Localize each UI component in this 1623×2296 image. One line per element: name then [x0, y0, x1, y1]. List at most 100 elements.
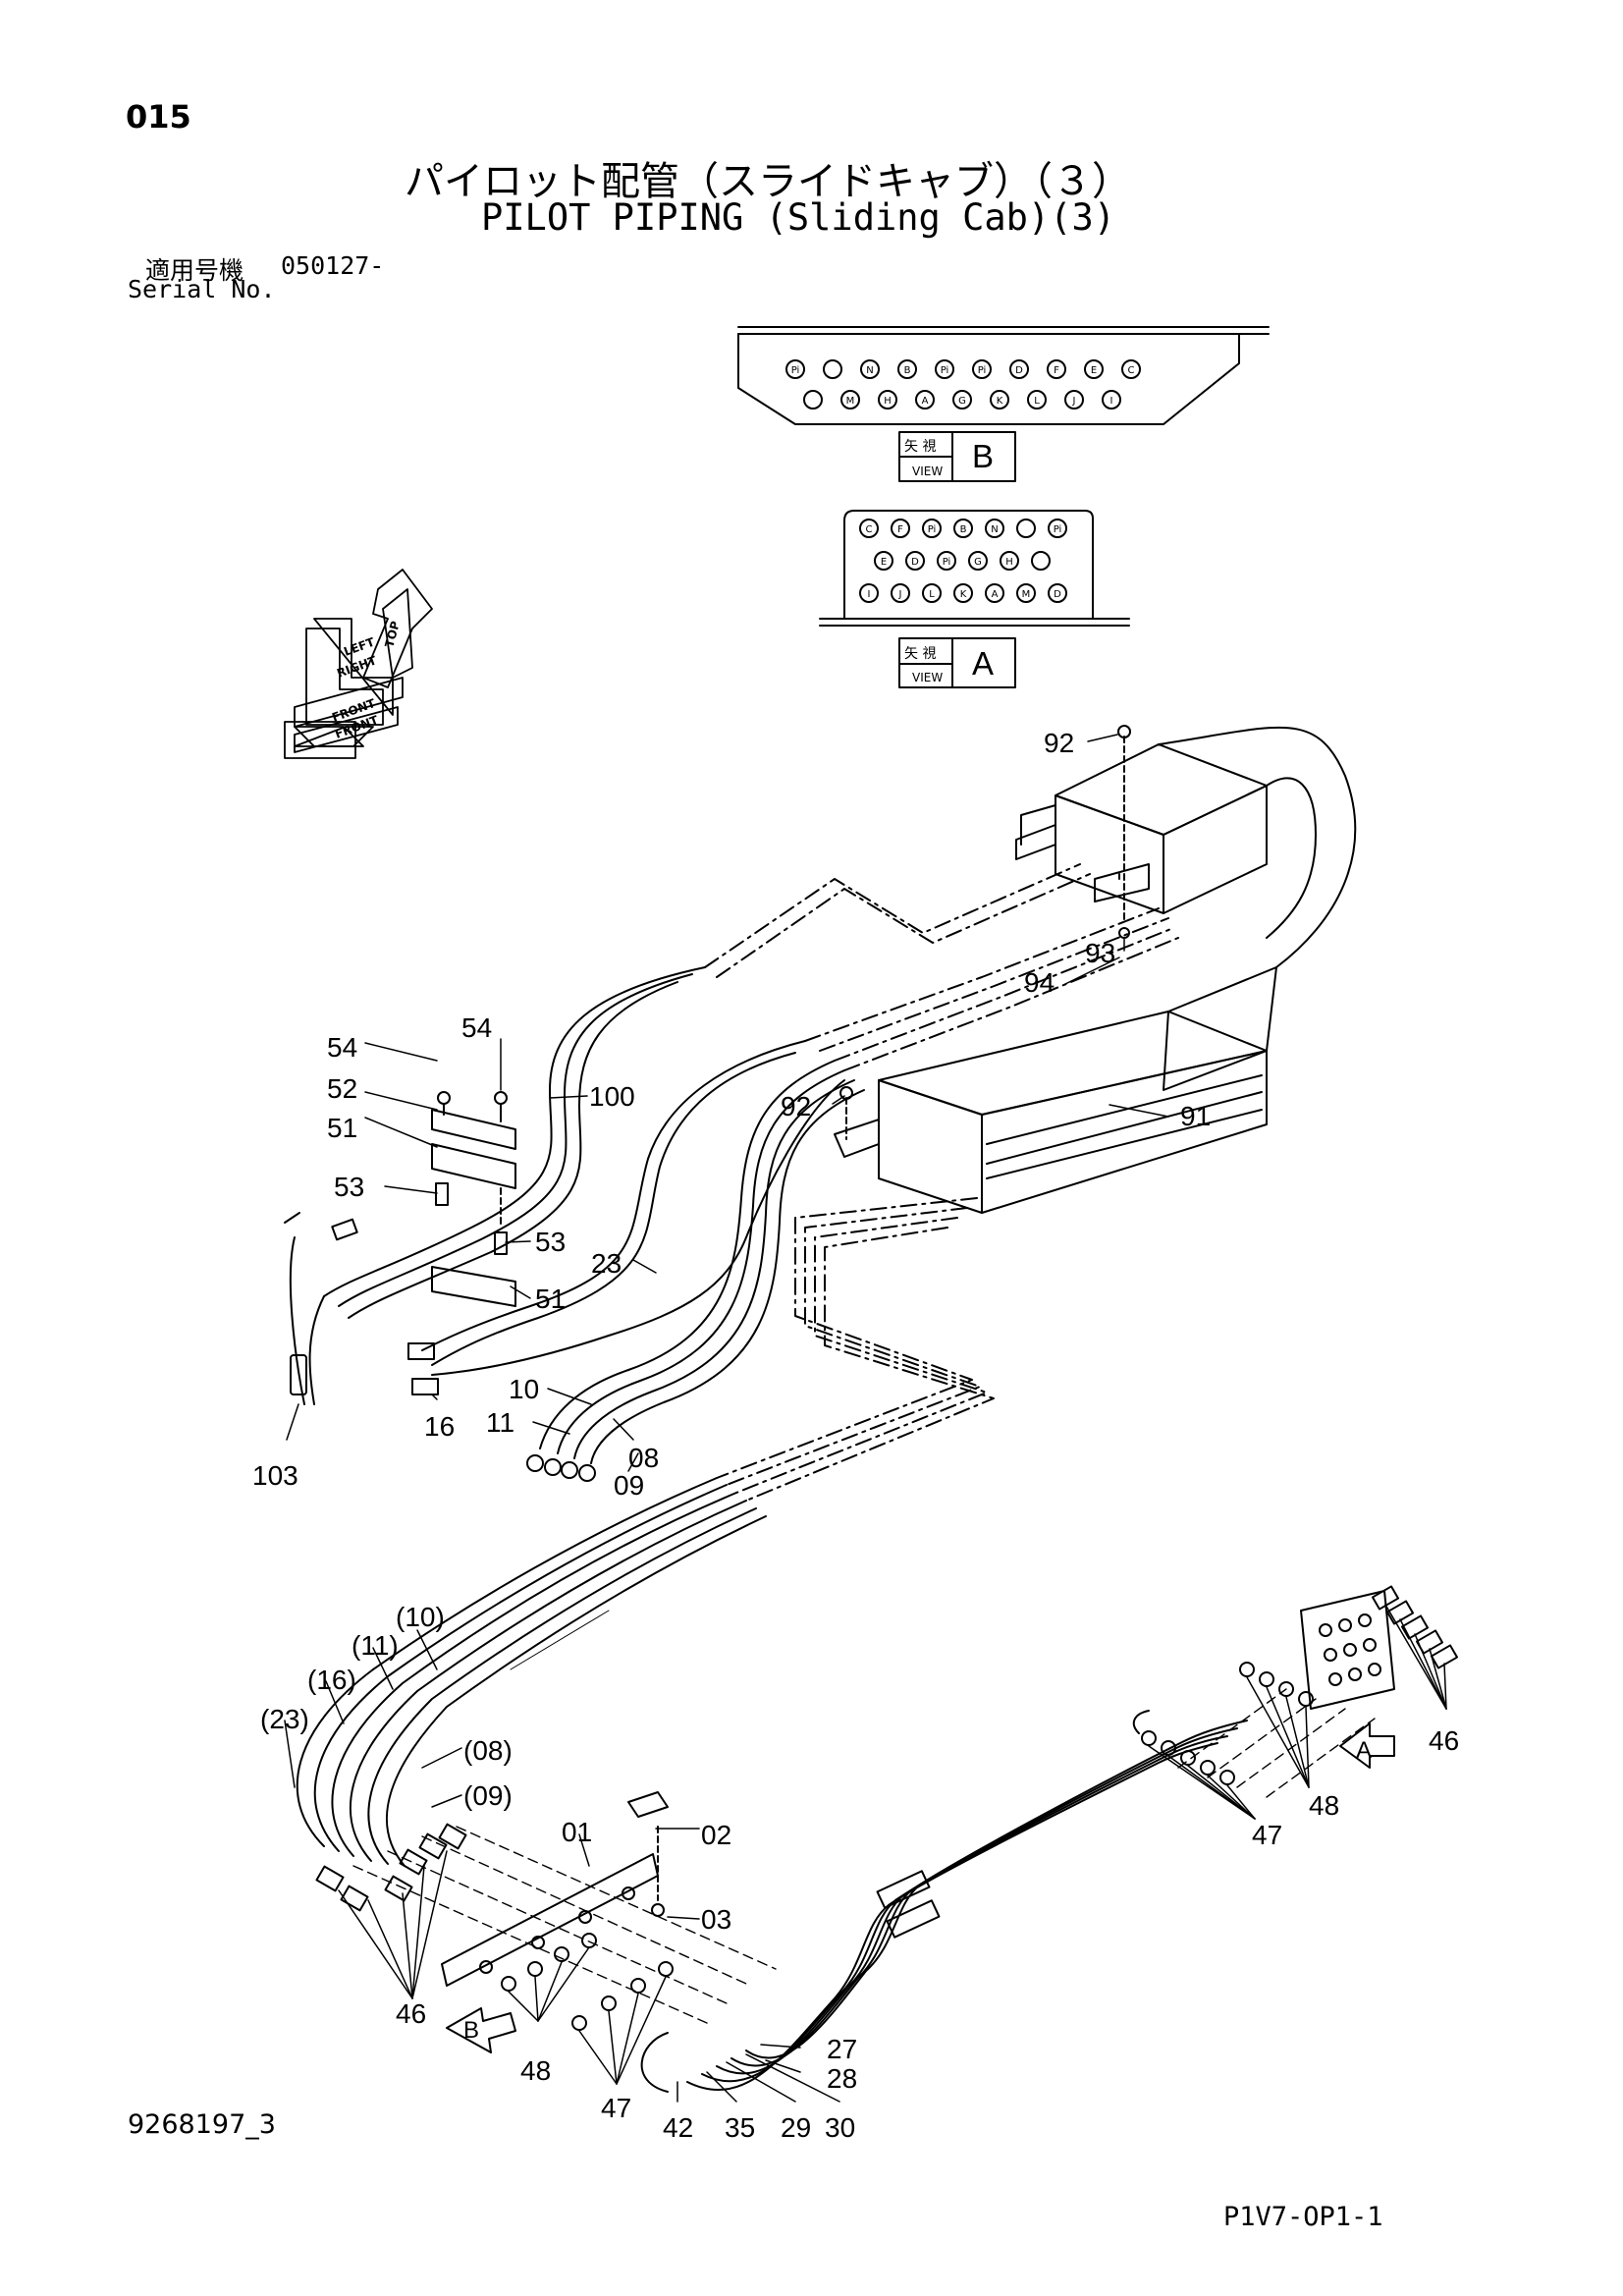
connector-pin	[1084, 359, 1104, 379]
connector-pin	[1121, 359, 1141, 379]
view-b-arrow	[446, 2007, 516, 2053]
connector-pin-label: M	[846, 396, 855, 407]
connector-pin-label: E	[1091, 365, 1097, 376]
connector-pin	[935, 359, 954, 379]
callout-10-ref: (10)	[396, 1602, 445, 1632]
connector-pin-label: Pi	[941, 365, 949, 376]
callout-103: 103	[252, 1460, 298, 1491]
connector-pin-label: N	[866, 365, 873, 376]
connector-pin-label: D	[1015, 365, 1023, 376]
connector-pin	[785, 359, 805, 379]
connector-pin	[1016, 583, 1036, 603]
fittings-48-47-lower-left	[501, 1933, 674, 2031]
connector-pin-label: B	[960, 524, 967, 535]
callout-11-ref: (11)	[352, 1630, 399, 1661]
callout-11: 11	[486, 1407, 514, 1438]
connector-pin	[1027, 390, 1047, 410]
callout-01: 01	[562, 1817, 592, 1847]
connector-pin	[874, 551, 893, 571]
view-b-tag-label-en: VIEW	[912, 465, 943, 478]
connector-pin	[1048, 519, 1067, 538]
serial-label-english: Serial No.	[128, 275, 276, 303]
title-japanese: パイロット配管（スライドキャブ）（３）	[405, 159, 1131, 204]
connector-pin	[922, 583, 942, 603]
right-connector-plate	[1300, 1585, 1459, 1710]
callout-28: 28	[827, 2063, 857, 2094]
connector-pin	[878, 390, 897, 410]
leader-lines	[284, 734, 1447, 2103]
connector-pin-label: Pi	[791, 365, 800, 376]
view-a-tag-label-en: VIEW	[912, 671, 943, 684]
serial-label-japanese: 適用号機	[145, 256, 244, 285]
connector-pin-label: E	[881, 557, 887, 568]
view-a-tag	[898, 637, 1016, 688]
callout-16-ref: (16)	[307, 1665, 356, 1695]
connector-pin-label: Pi	[928, 524, 937, 535]
connector-pin	[860, 359, 880, 379]
connector-pin-label: A	[922, 396, 929, 407]
connector-pin-label: K	[997, 396, 1003, 407]
connector-pin-label: F	[1054, 365, 1059, 376]
connector-pin-label: C	[866, 524, 873, 535]
connector-pin	[972, 359, 992, 379]
connector-pin	[1047, 359, 1066, 379]
connector-pin	[1064, 390, 1084, 410]
connector-pin-label: J	[1072, 396, 1076, 407]
connector-pin	[985, 519, 1004, 538]
view-b-arrow-letter: B	[463, 2017, 479, 2044]
drawing-number: 9268197_3	[128, 2109, 276, 2140]
view-a-letter: A	[972, 645, 994, 682]
cable-chain-carrier	[834, 725, 1357, 1214]
callout-92-upper: 92	[1044, 728, 1074, 758]
connector-pin-label: A	[992, 589, 999, 600]
callout-47-left: 47	[601, 2093, 631, 2123]
callout-51-upper: 51	[327, 1113, 357, 1143]
connector-pin-label: D	[911, 557, 919, 568]
connector-pin	[823, 359, 842, 379]
pipe-route-middle	[716, 1197, 995, 1502]
callout-29: 29	[781, 2112, 811, 2143]
callout-23: 23	[591, 1248, 622, 1279]
callout-94: 94	[1024, 967, 1055, 998]
callout-30: 30	[825, 2112, 855, 2143]
connector-pin	[803, 390, 823, 410]
callout-08: 08	[628, 1443, 659, 1473]
callout-42: 42	[663, 2112, 693, 2143]
connector-pin	[953, 519, 973, 538]
connector-pin	[952, 390, 972, 410]
connector-pin	[953, 583, 973, 603]
connector-pin-label: K	[960, 589, 967, 600]
callout-10: 10	[509, 1374, 539, 1404]
hose-100-group	[284, 966, 706, 1405]
connector-pin-label: L	[929, 589, 935, 600]
callout-54-left: 54	[327, 1032, 357, 1063]
view-b-tag-label-ja: 矢 視	[904, 439, 936, 455]
assembly-lines-lower	[352, 1688, 1376, 2024]
hose-08-09-10-11-group	[526, 1060, 865, 1482]
callout-46-right: 46	[1429, 1725, 1459, 1756]
mounting-plate-01	[441, 1791, 669, 1987]
connector-pin-label: G	[974, 557, 982, 568]
connector-pin	[985, 583, 1004, 603]
direction-top: TOP	[382, 620, 403, 649]
connector-pin	[905, 551, 925, 571]
connector-pin	[922, 519, 942, 538]
connector-pin-label: D	[1054, 589, 1061, 600]
callout-53-left: 53	[334, 1172, 364, 1202]
connector-pin-label: C	[1128, 365, 1135, 376]
connector-pin	[968, 551, 988, 571]
connector-pin	[1000, 551, 1019, 571]
callout-92-lower: 92	[781, 1091, 811, 1121]
callout-48-left: 48	[520, 2055, 551, 2086]
callout-03: 03	[701, 1904, 731, 1935]
connector-pin-label: F	[897, 524, 903, 535]
callout-48-right: 48	[1309, 1790, 1339, 1821]
connector-pin-label: N	[991, 524, 998, 535]
